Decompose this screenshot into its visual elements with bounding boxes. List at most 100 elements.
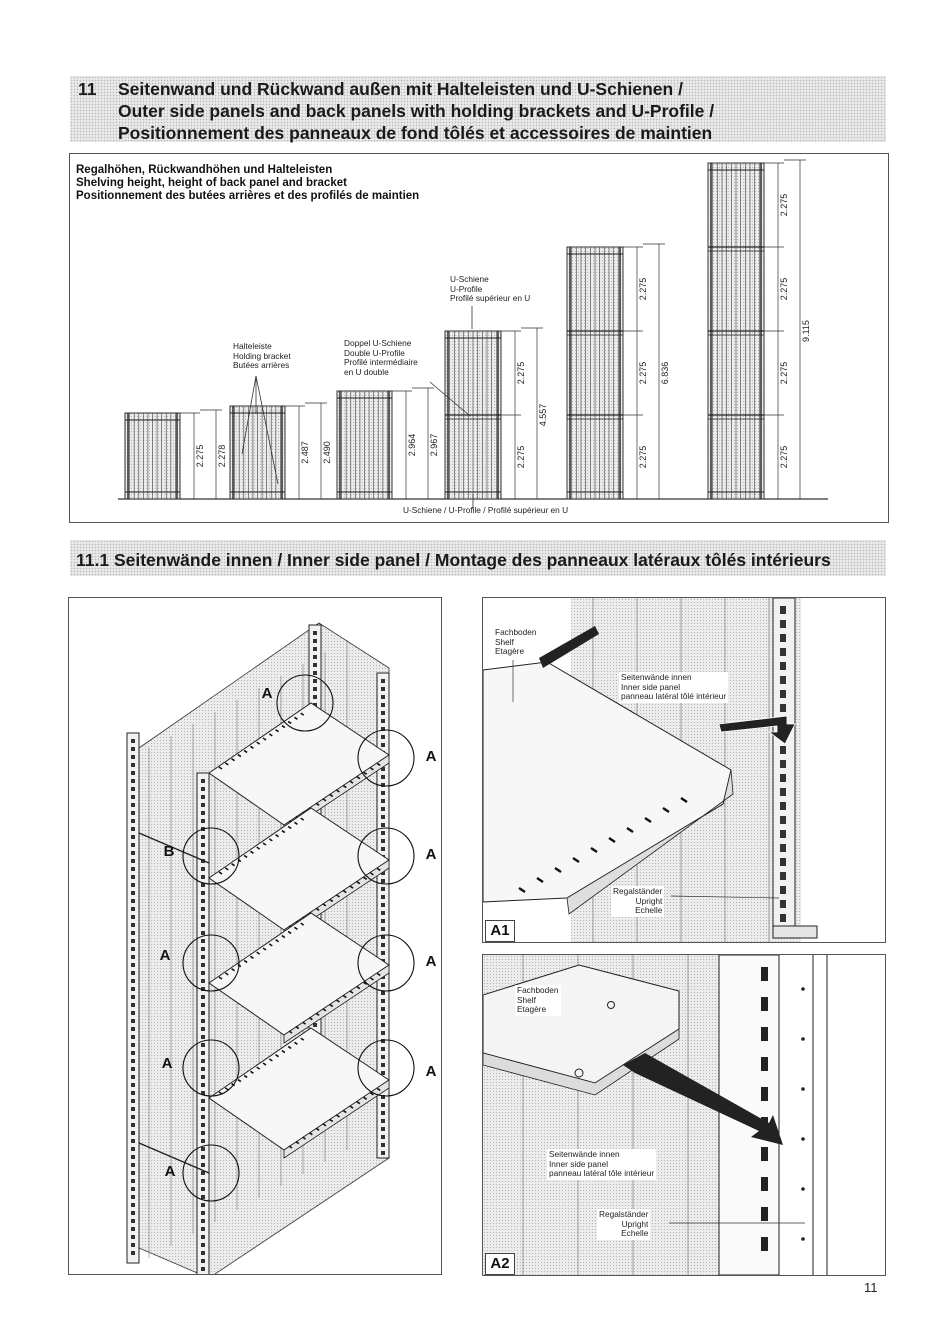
upright-slot (201, 875, 205, 879)
upright-slot (381, 1071, 385, 1075)
panel-dimension: 2.964 (407, 434, 417, 457)
section-number: 11 (78, 79, 97, 99)
upright-hole (801, 1237, 805, 1241)
upright-slot (761, 967, 768, 981)
upright-slot (201, 867, 205, 871)
shelf-slot (295, 1140, 300, 1145)
upright-slot (313, 631, 317, 635)
upright-slot (761, 1237, 768, 1251)
upright-slot (780, 760, 786, 768)
upright-slot (131, 1227, 135, 1231)
shelf-slot (237, 1078, 242, 1083)
shelf-slot (342, 889, 347, 894)
detail-circle (182, 827, 240, 885)
upright-slot (381, 879, 385, 883)
upright-slot (201, 843, 205, 847)
shelf-slot (308, 1017, 313, 1021)
upright-slot (381, 1111, 385, 1115)
shelf-slot (256, 741, 261, 745)
upright-slot (131, 1059, 135, 1063)
upright-slot (381, 815, 385, 819)
shelf-slot (349, 780, 354, 784)
shelf-slot (293, 821, 298, 825)
shelf-slot (376, 867, 381, 872)
upright-hole (801, 1037, 805, 1041)
upright-hole (801, 1187, 805, 1191)
upright-slot (313, 663, 317, 667)
upright-slot (780, 858, 786, 866)
upright-slot (313, 1023, 317, 1027)
callout-line: Holding bracket (233, 350, 291, 361)
upright-slot (381, 679, 385, 683)
insert-arrow (623, 1053, 783, 1145)
label-line: Echelle (621, 1228, 649, 1238)
upright-slot (381, 1063, 385, 1067)
upright-slot (381, 1143, 385, 1147)
label-line: Fachboden (495, 627, 537, 637)
upright-slot (131, 843, 135, 847)
upright-slot (780, 802, 786, 810)
heading-fr: Positionnement des butées arrières et de… (76, 190, 420, 202)
shelf-slot (243, 854, 248, 859)
upright-slot (313, 647, 317, 651)
upright-slot (780, 606, 786, 614)
upright-slot (201, 1219, 205, 1223)
upright-hole (801, 1137, 805, 1141)
callout-line: Double U-Profile (344, 347, 405, 358)
upright-slot (780, 914, 786, 922)
callout-line: Doppel U-Schiene (344, 338, 412, 348)
upright-slot (381, 1015, 385, 1019)
callout-uprofile-top: U-Schiene U-Profile Profilé supérieur en… (450, 274, 530, 304)
label-line: Echelle (635, 905, 663, 915)
upright-slot (201, 963, 205, 967)
label-line: Shelf (495, 636, 514, 647)
upright-slot (131, 891, 135, 895)
shelf-slot (224, 867, 229, 871)
upright-slot (131, 931, 135, 935)
upright-slot (201, 1187, 205, 1191)
upright-slot (381, 911, 385, 915)
upright-slot (131, 1075, 135, 1079)
upright-slot (780, 746, 786, 754)
upright-slot (131, 763, 135, 767)
shelf-slot (281, 724, 286, 729)
upright-slot (201, 1259, 205, 1263)
shelf-slot (293, 926, 298, 930)
upright-slot (131, 835, 135, 839)
upright-slot (381, 1103, 385, 1107)
upright-slot (131, 1163, 135, 1167)
detail-circle (276, 674, 334, 732)
detail-mark-a: A (165, 1163, 176, 1180)
upright-slot (201, 955, 205, 959)
upright-slot (131, 1155, 135, 1159)
shelf-slot (363, 1096, 368, 1100)
detail-mark-a: A (262, 685, 273, 702)
upright-slot (381, 943, 385, 947)
shelf-slot (322, 798, 327, 802)
shelf-slot (329, 898, 334, 903)
shelf-slot (288, 1145, 293, 1149)
upright-slot (201, 835, 205, 839)
upright-slot (131, 1195, 135, 1199)
upright-slot (131, 1131, 135, 1135)
a2-upright-label: Regalständer Upright Echelle (597, 1209, 651, 1240)
shelf-slot (369, 1092, 374, 1096)
label-line: Regalständer (599, 1209, 649, 1219)
upright-slot (131, 755, 135, 759)
upright-slot (761, 1207, 768, 1221)
a1-shelf-label: Fachboden Shelf Etagère (495, 627, 537, 657)
upright-slot (201, 1011, 205, 1015)
upright-slot (381, 1151, 385, 1155)
shelf-slot (268, 838, 273, 842)
upright-slot (201, 1051, 205, 1055)
upright-slot (761, 1147, 768, 1161)
upright-slot (381, 1127, 385, 1131)
upright-slot (131, 1115, 135, 1119)
shelf-slot (281, 829, 286, 834)
upright-slot (201, 1099, 205, 1103)
shelf-slot (356, 1101, 361, 1105)
upright-slot (131, 963, 135, 967)
